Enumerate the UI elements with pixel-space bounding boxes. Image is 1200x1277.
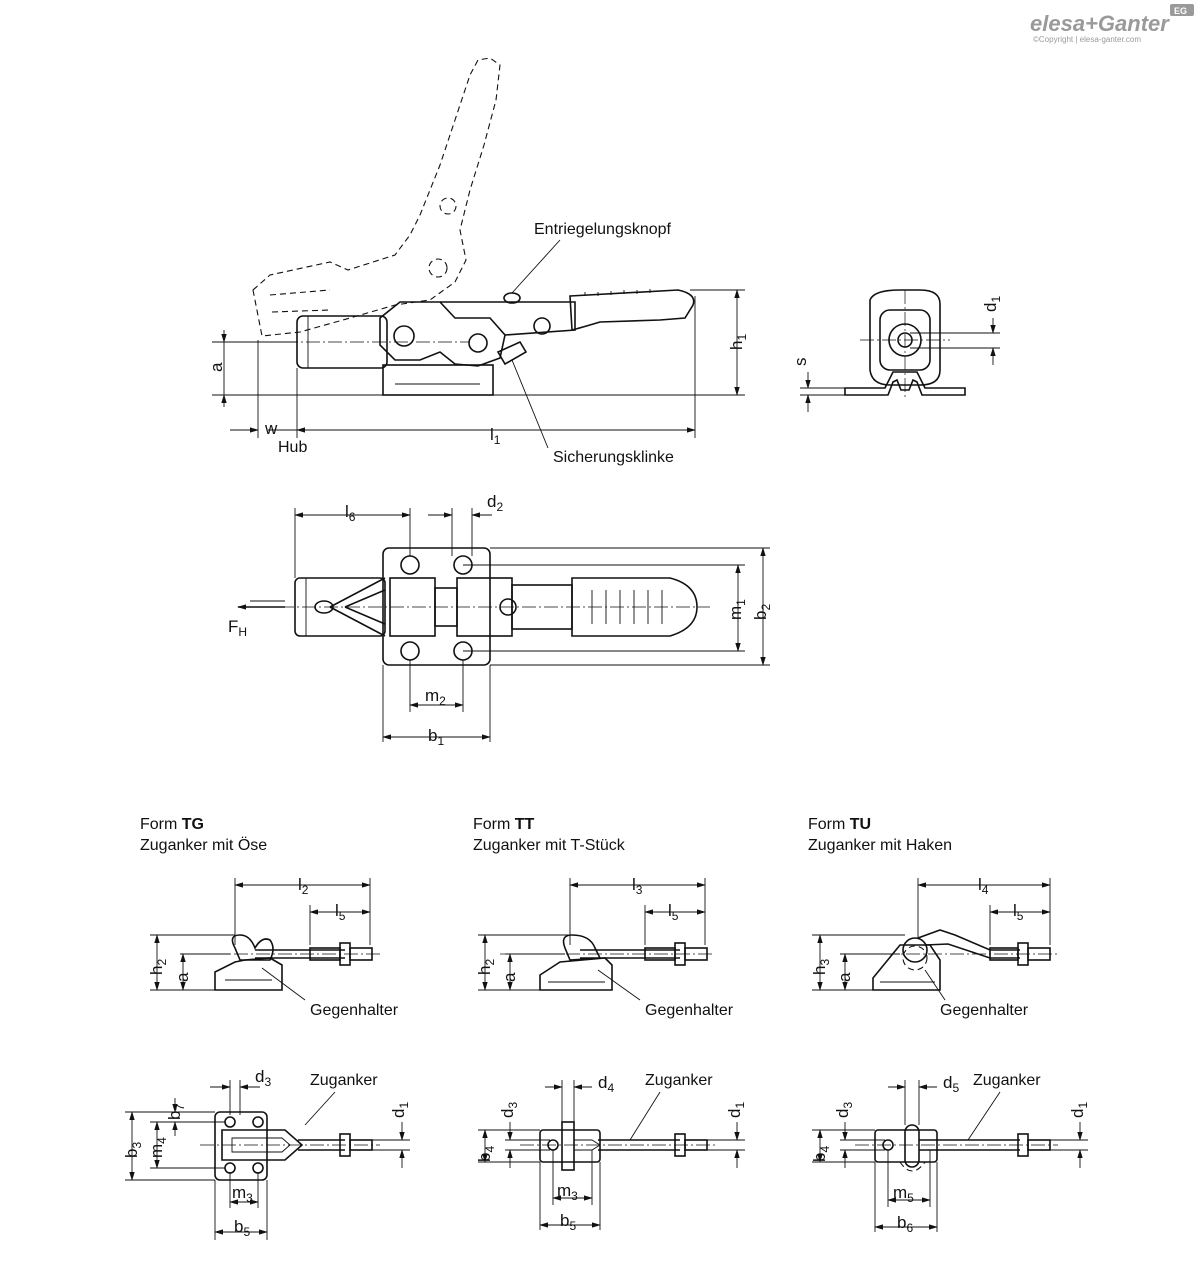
handle-grip xyxy=(569,289,695,332)
end-view: d1 s xyxy=(791,289,1003,412)
tt-anchor-callout: Zuganker xyxy=(645,1072,713,1089)
tt-h2-label: h2 xyxy=(475,959,497,975)
tg-d1-label: d1 xyxy=(389,1102,411,1118)
form-tt-title: Form TT xyxy=(473,816,535,833)
tu-m5-label: m5 xyxy=(893,1183,914,1205)
side-view: a w Hub l1 h1 Entriegelungsknopf Sicheru… xyxy=(207,57,749,466)
tu-anchor-callout: Zuganker xyxy=(973,1072,1041,1089)
brand-badge: EG xyxy=(1174,6,1187,16)
top-view: FH l6 d2 m1 b2 m2 b1 xyxy=(228,492,773,748)
tu-d5-label: d5 xyxy=(943,1073,959,1095)
brand-badge-icon xyxy=(1170,4,1194,16)
tt-a-label: a xyxy=(500,972,519,982)
dim-l6-label: l6 xyxy=(345,502,356,524)
form-tg: Form TG Zuganker mit Öse l2 l5 h2 a Gege… xyxy=(122,816,411,1240)
tt-l3-label: l3 xyxy=(632,875,643,897)
tg-d3-label: d3 xyxy=(255,1067,271,1089)
tt-d1-label: d1 xyxy=(725,1102,747,1118)
form-tt-desc: Zuganker mit T-Stück xyxy=(473,837,626,854)
dim-l1-label: l1 xyxy=(490,425,501,447)
tt-b4-label: b4 xyxy=(475,1146,497,1162)
tg-a-label: a xyxy=(173,972,192,982)
raised-handle-outline xyxy=(252,57,501,337)
tg-b7-label: b7 xyxy=(165,1104,187,1120)
tg-m3-label: m3 xyxy=(232,1183,253,1205)
form-tg-desc: Zuganker mit Öse xyxy=(140,836,267,854)
tg-b3-label: b3 xyxy=(122,1142,144,1158)
tu-a-label: a xyxy=(835,972,854,982)
tt-b5-label: b5 xyxy=(560,1211,576,1233)
hub-label: Hub xyxy=(278,439,307,456)
release-button-callout: Entriegelungsknopf xyxy=(534,221,672,238)
tu-counter-callout: Gegenhalter xyxy=(940,1002,1029,1019)
end-dim-s-label: s xyxy=(791,358,810,367)
tu-d1-label: d1 xyxy=(1068,1102,1090,1118)
dim-a-label: a xyxy=(207,362,226,372)
brand-name: elesa+Ganter xyxy=(1030,11,1170,36)
form-tu-title: Form TU xyxy=(808,816,871,833)
top-base xyxy=(382,547,491,666)
tu-h3-label: h3 xyxy=(810,959,832,975)
base-plate xyxy=(382,364,494,396)
tg-h2-label: h2 xyxy=(147,959,169,975)
tu-b4-label: b4 xyxy=(810,1146,832,1162)
safety-catch-callout: Sicherungsklinke xyxy=(553,449,674,466)
dim-d2-label: d2 xyxy=(487,492,503,514)
form-tt: Form TT Zuganker mit T-Stück l3 l5 h2 a … xyxy=(473,816,747,1233)
tu-l5-label: l5 xyxy=(1013,901,1024,923)
tg-l5-label: l5 xyxy=(335,901,346,923)
dim-w-label: w xyxy=(264,419,278,438)
dim-b1-label: b1 xyxy=(428,726,444,748)
linkage-body xyxy=(379,301,506,367)
form-tu-desc: Zuganker mit Haken xyxy=(808,837,952,854)
brand-copyright: ©Copyright | elesa-ganter.com xyxy=(1033,35,1141,44)
tt-counter-callout: Gegenhalter xyxy=(645,1002,734,1019)
tu-d3-label: d3 xyxy=(833,1102,855,1118)
dim-m1-label: m1 xyxy=(726,599,748,620)
dim-h1-label: h1 xyxy=(727,334,749,350)
form-tg-title: Form TG xyxy=(140,816,204,833)
end-dim-d1-label: d1 xyxy=(981,296,1003,312)
tt-m3-label: m3 xyxy=(557,1181,578,1203)
dim-b2-label: b2 xyxy=(751,604,773,620)
tu-b6-label: b6 xyxy=(897,1213,913,1235)
form-tu: Form TU Zuganker mit Haken l4 l5 h3 a Ge… xyxy=(808,816,1090,1235)
tg-m4-label: m4 xyxy=(147,1137,169,1158)
tt-l5-label: l5 xyxy=(668,901,679,923)
tg-counter-callout: Gegenhalter xyxy=(310,1002,399,1019)
tt-d3-label: d3 xyxy=(498,1102,520,1118)
force-fh-label: FH xyxy=(228,617,247,639)
brand-logo: elesa+Ganter ©Copyright | elesa-ganter.c… xyxy=(1030,4,1194,44)
tg-b5-label: b5 xyxy=(234,1217,250,1239)
tu-l4-label: l4 xyxy=(978,875,989,897)
top-handle-grip xyxy=(571,577,698,637)
dim-m2-label: m2 xyxy=(425,686,446,708)
safety-catch xyxy=(496,340,528,366)
tg-anchor-callout: Zuganker xyxy=(310,1072,378,1089)
tg-l2-label: l2 xyxy=(298,875,309,897)
tt-d4-label: d4 xyxy=(598,1073,614,1095)
